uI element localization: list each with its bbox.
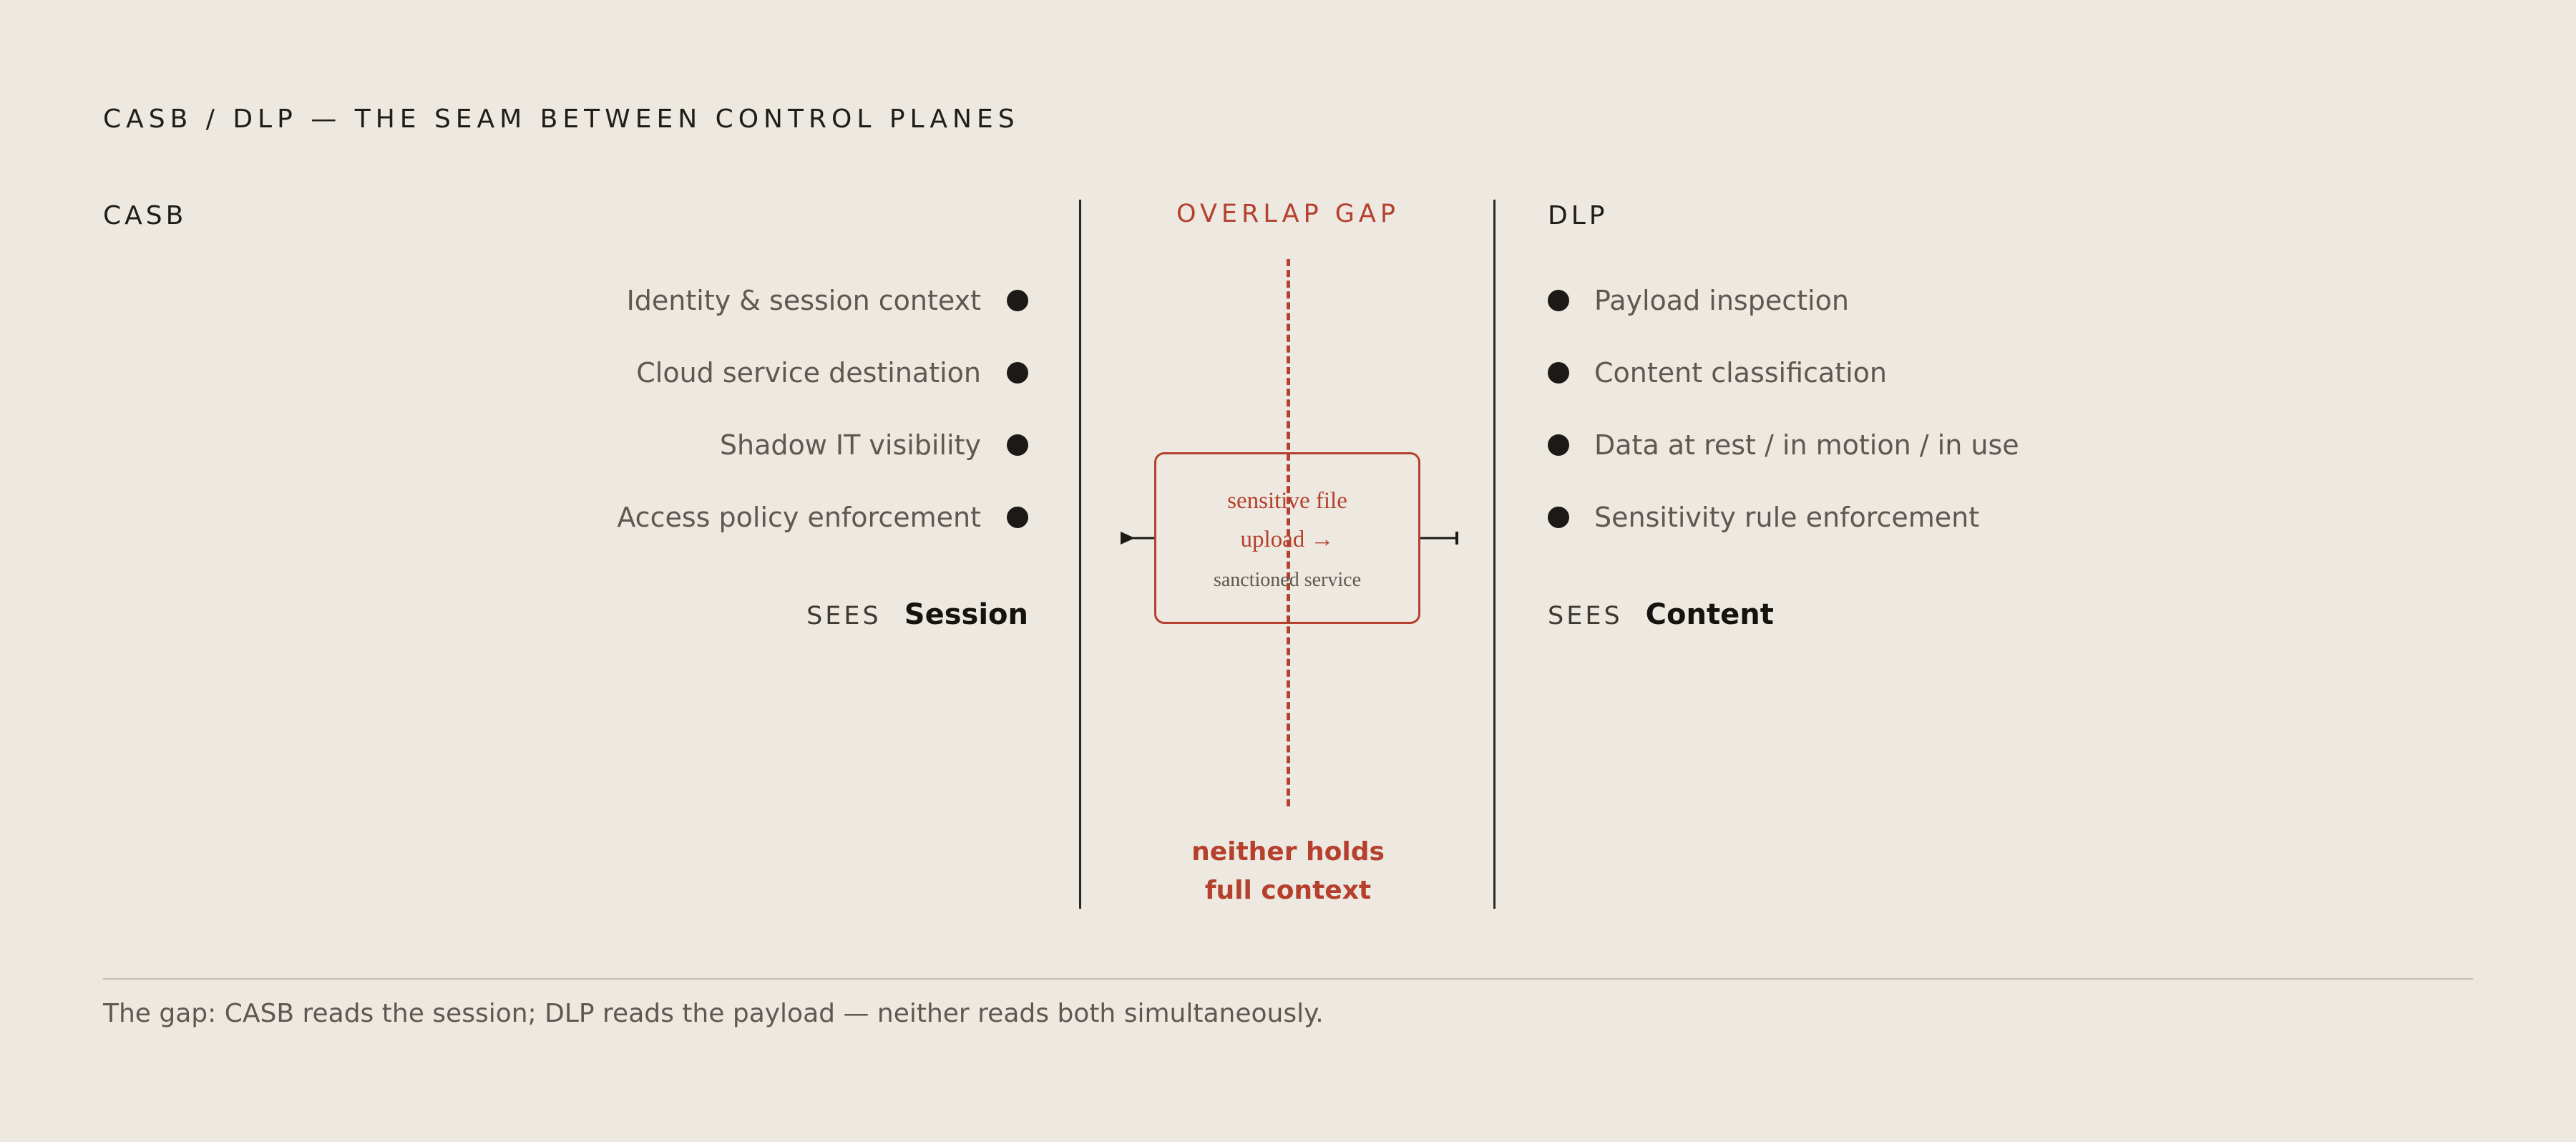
- footer-divider: [103, 978, 2473, 980]
- footer-caption: The gap: CASB reads the session; DLP rea…: [103, 999, 1324, 1028]
- dlp-capability-label: Content classification: [1594, 357, 1888, 389]
- dlp-capability-label: Sensitivity rule enforcement: [1594, 502, 1980, 533]
- casb-capability-label: Access policy enforcement: [617, 502, 981, 533]
- box-text-line3: sanctioned service: [1213, 569, 1362, 591]
- flow-connector: [1121, 532, 1458, 545]
- gap-note-line1: neither holds: [1191, 837, 1385, 867]
- sensitive-upload-box: [1154, 452, 1420, 624]
- bullet-dot-icon: [1548, 362, 1569, 384]
- dlp-capability-item: Payload inspection: [1548, 279, 1849, 322]
- dlp-boundary-line: [1493, 200, 1496, 909]
- casb-sees-label: SEES: [806, 602, 882, 630]
- dlp-heading: DLP: [1548, 201, 1609, 230]
- seam-dashed-line: [1287, 259, 1290, 806]
- casb-heading: CASB: [103, 201, 187, 230]
- arrowhead-icon: [1121, 532, 1135, 545]
- overlap-gap-heading: OVERLAP GAP: [1176, 200, 1400, 228]
- bullet-dot-icon: [1548, 434, 1569, 456]
- casb-capability-item: Shadow IT visibility: [720, 424, 1028, 467]
- casb-capability-item: Cloud service destination: [636, 351, 1028, 394]
- bullet-dot-icon: [1548, 290, 1569, 311]
- gap-note: neither holds full context: [1088, 833, 1488, 910]
- casb-capability-item: Access policy enforcement: [617, 496, 1028, 539]
- casb-capability-item: Identity & session context: [627, 279, 1028, 322]
- dlp-capability-label: Data at rest / in motion / in use: [1594, 429, 2019, 461]
- dlp-capability-item: Content classification: [1548, 351, 1887, 394]
- casb-boundary-line: [1079, 200, 1081, 909]
- diagram-title: CASB / DLP — THE SEAM BETWEEN CONTROL PL…: [103, 104, 1020, 134]
- dlp-sees: SEES Content: [1548, 598, 1774, 631]
- gap-note-line2: full context: [1204, 876, 1372, 905]
- dlp-capability-item: Data at rest / in motion / in use: [1548, 424, 2019, 467]
- bullet-dot-icon: [1007, 434, 1028, 456]
- dlp-capability-item: Sensitivity rule enforcement: [1548, 496, 1979, 539]
- bullet-dot-icon: [1007, 507, 1028, 528]
- casb-capability-label: Cloud service destination: [636, 357, 981, 389]
- casb-capability-label: Shadow IT visibility: [719, 429, 981, 461]
- bullet-dot-icon: [1007, 290, 1028, 311]
- box-text-line2: upload →: [1240, 527, 1335, 552]
- casb-sees-value: Session: [904, 598, 1028, 631]
- box-text-line1: sensitive file: [1227, 488, 1347, 514]
- casb-capability-label: Identity & session context: [626, 285, 981, 316]
- casb-sees: SEES Session: [806, 598, 1028, 631]
- bullet-dot-icon: [1548, 507, 1569, 528]
- dlp-sees-value: Content: [1645, 598, 1774, 631]
- bullet-dot-icon: [1007, 362, 1028, 384]
- dlp-sees-label: SEES: [1548, 602, 1623, 630]
- dlp-capability-label: Payload inspection: [1594, 285, 1849, 316]
